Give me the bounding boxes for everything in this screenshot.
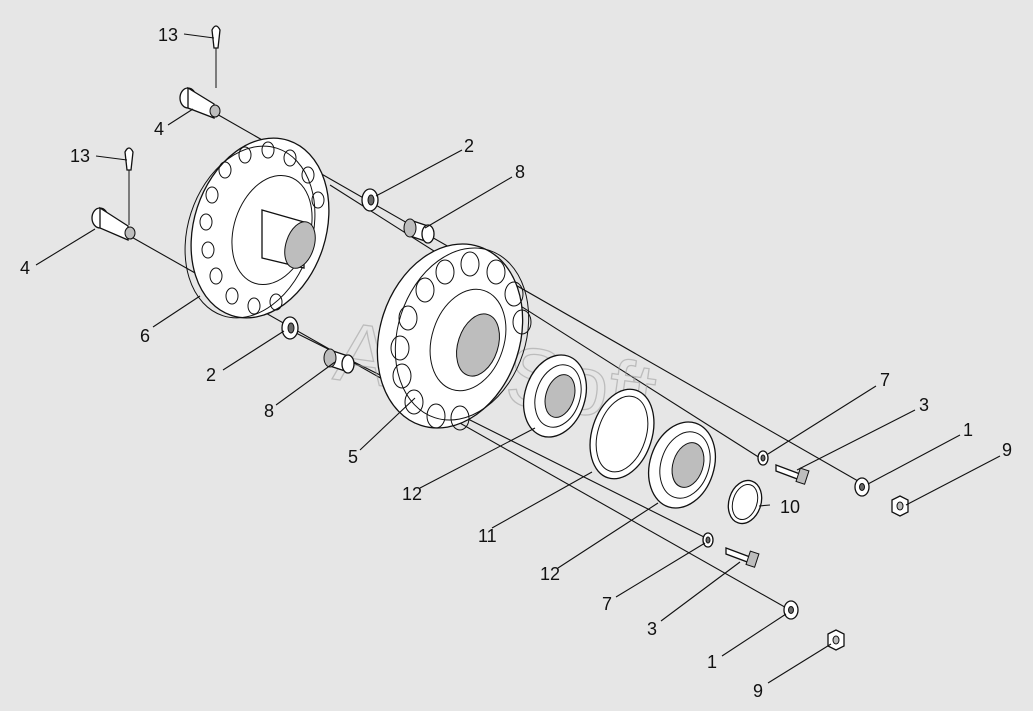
lock-washer-right xyxy=(757,450,769,466)
pin-left xyxy=(91,206,136,241)
disc-holes xyxy=(199,141,325,315)
cotter-pin-left xyxy=(124,147,134,225)
cotter-pin-top xyxy=(211,25,221,88)
callout-10: 10 xyxy=(780,497,800,517)
callout-7-bottom: 7 xyxy=(602,594,612,614)
callout-13-left: 13 xyxy=(70,146,90,166)
seal-ring xyxy=(589,388,655,480)
callout-1-bottom: 1 xyxy=(707,652,717,672)
bearing-right xyxy=(648,421,716,509)
callout-11: 11 xyxy=(478,526,497,546)
callout-9-bottom: 9 xyxy=(753,681,763,701)
callout-12-bottom: 12 xyxy=(540,564,560,584)
callout-2-bottom: 2 xyxy=(206,365,216,385)
flat-washer-right xyxy=(854,477,870,497)
nut-right xyxy=(891,495,909,517)
roller-top xyxy=(403,218,435,244)
bolt-right xyxy=(775,464,810,485)
pin-top xyxy=(179,86,221,119)
snap-ring xyxy=(727,479,763,525)
callout-13-top: 13 xyxy=(158,25,178,45)
callout-1-right: 1 xyxy=(963,420,973,440)
callout-3-right: 3 xyxy=(919,395,929,415)
callout-numbers: 13 4 13 4 6 2 8 2 8 5 12 11 12 10 7 3 1 … xyxy=(20,25,1012,701)
callout-2-top: 2 xyxy=(464,136,474,156)
flat-washer-bottom xyxy=(783,600,799,620)
leader-lines xyxy=(35,33,1001,684)
hub-disc xyxy=(184,137,330,319)
drive-disc xyxy=(376,243,532,431)
callout-4-left: 4 xyxy=(20,258,30,278)
callout-4-top: 4 xyxy=(154,119,164,139)
roller-bottom xyxy=(323,348,355,374)
nut-bottom xyxy=(827,629,845,651)
lock-washer-bottom xyxy=(702,532,714,548)
callout-12-left: 12 xyxy=(402,484,422,504)
callout-3-bottom: 3 xyxy=(647,619,657,639)
callout-7-right: 7 xyxy=(880,370,890,390)
callout-9-right: 9 xyxy=(1002,440,1012,460)
bolt-bottom xyxy=(725,547,760,568)
callout-5: 5 xyxy=(348,447,358,467)
callout-8-bottom: 8 xyxy=(264,401,274,421)
callout-8-top: 8 xyxy=(515,162,525,182)
callout-6: 6 xyxy=(140,326,150,346)
washer-top xyxy=(361,188,379,212)
bearing-left xyxy=(523,354,587,438)
washer-bottom xyxy=(281,316,299,340)
disc-pockets xyxy=(390,251,532,431)
